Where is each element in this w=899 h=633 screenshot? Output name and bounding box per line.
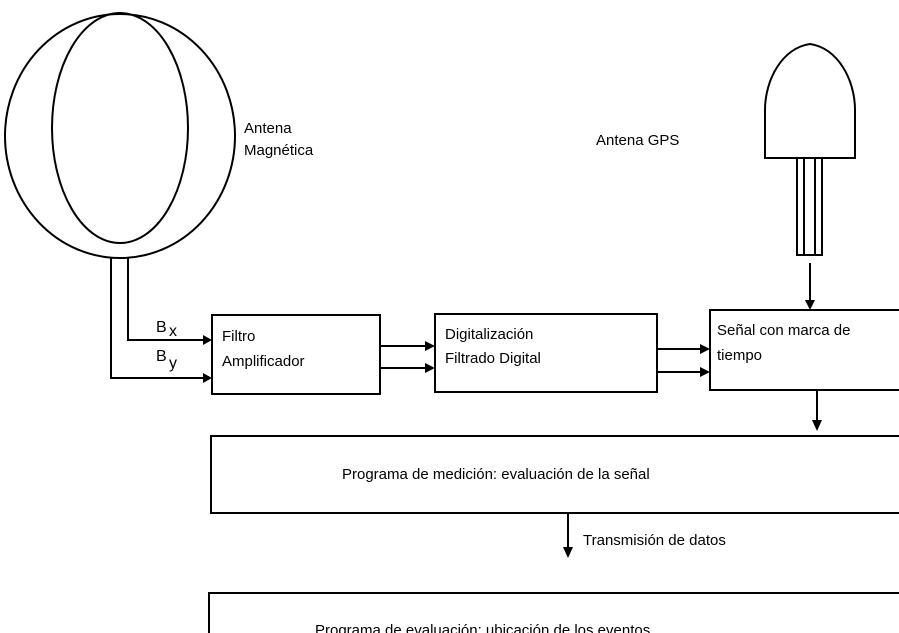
digitization-block bbox=[434, 313, 658, 393]
evaluation-program-label: Programa de evaluación: ubicación de los… bbox=[315, 622, 650, 633]
timestamp-block-label-line1: Señal con marca de bbox=[717, 322, 850, 339]
gps-antenna-label: Antena GPS bbox=[596, 132, 679, 149]
filter-block-label-line2: Amplificador bbox=[222, 353, 305, 370]
evaluation-program-block bbox=[208, 592, 899, 633]
gps-antenna-icon bbox=[764, 42, 856, 256]
timestamp-to-measurement-arrow bbox=[812, 390, 822, 431]
transmission-label: Transmisión de datos bbox=[583, 532, 726, 549]
svg-text:B: B bbox=[156, 319, 167, 336]
measurement-program-label: Programa de medición: evaluación de la s… bbox=[342, 466, 650, 483]
magnetic-antenna-icon bbox=[4, 12, 236, 259]
timestamp-block-label-line2: tiempo bbox=[717, 347, 762, 364]
filter-to-digitization-arrows bbox=[380, 341, 435, 373]
transmission-arrow bbox=[563, 513, 573, 558]
antenna-output-leads bbox=[110, 258, 212, 383]
digitization-block-label-line1: Digitalización bbox=[445, 326, 533, 343]
digitization-block-label-line2: Filtrado Digital bbox=[445, 350, 541, 367]
svg-text:x: x bbox=[169, 323, 177, 340]
bx-signal-label: B x bbox=[156, 319, 177, 340]
gps-to-timestamp-arrow bbox=[805, 263, 815, 310]
by-signal-label: B y bbox=[156, 348, 177, 372]
magnetic-antenna-label-line1: Antena bbox=[244, 120, 292, 137]
svg-text:y: y bbox=[169, 355, 177, 372]
timestamp-block bbox=[709, 309, 899, 391]
measurement-program-block bbox=[210, 435, 899, 514]
svg-text:B: B bbox=[156, 348, 167, 365]
magnetic-antenna-label-line2: Magnética bbox=[244, 142, 314, 159]
digitization-to-timestamp-arrows bbox=[657, 344, 710, 377]
filter-block-label-line1: Filtro bbox=[222, 328, 255, 345]
filter-amplifier-block bbox=[211, 314, 381, 395]
